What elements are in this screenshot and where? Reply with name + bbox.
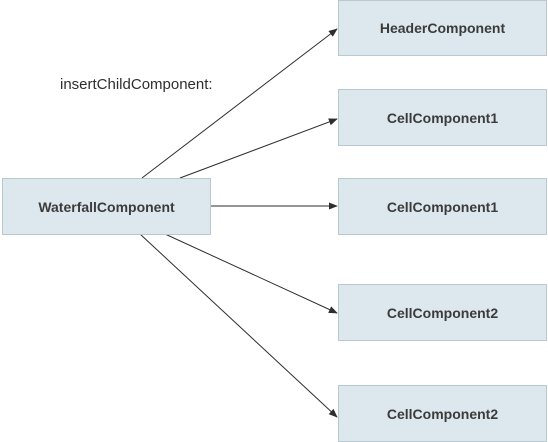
node-cell-component-2b: CellComponent2 <box>338 385 547 442</box>
edge-waterfall-to-header <box>141 28 338 179</box>
edge-waterfall-to-cell2a <box>164 233 338 314</box>
edge-waterfall-to-cell1a <box>179 118 338 179</box>
node-cell-component-2a: CellComponent2 <box>338 284 547 341</box>
node-waterfall-component: WaterfallComponent <box>2 178 211 235</box>
edge-waterfall-to-cell2b <box>139 233 338 418</box>
node-cell-component-1b: CellComponent1 <box>338 178 547 235</box>
node-cell-component-1a: CellComponent1 <box>338 89 547 146</box>
node-header-component: HeaderComponent <box>338 0 547 56</box>
edge-caption-label: insertChildComponent: <box>60 76 213 93</box>
